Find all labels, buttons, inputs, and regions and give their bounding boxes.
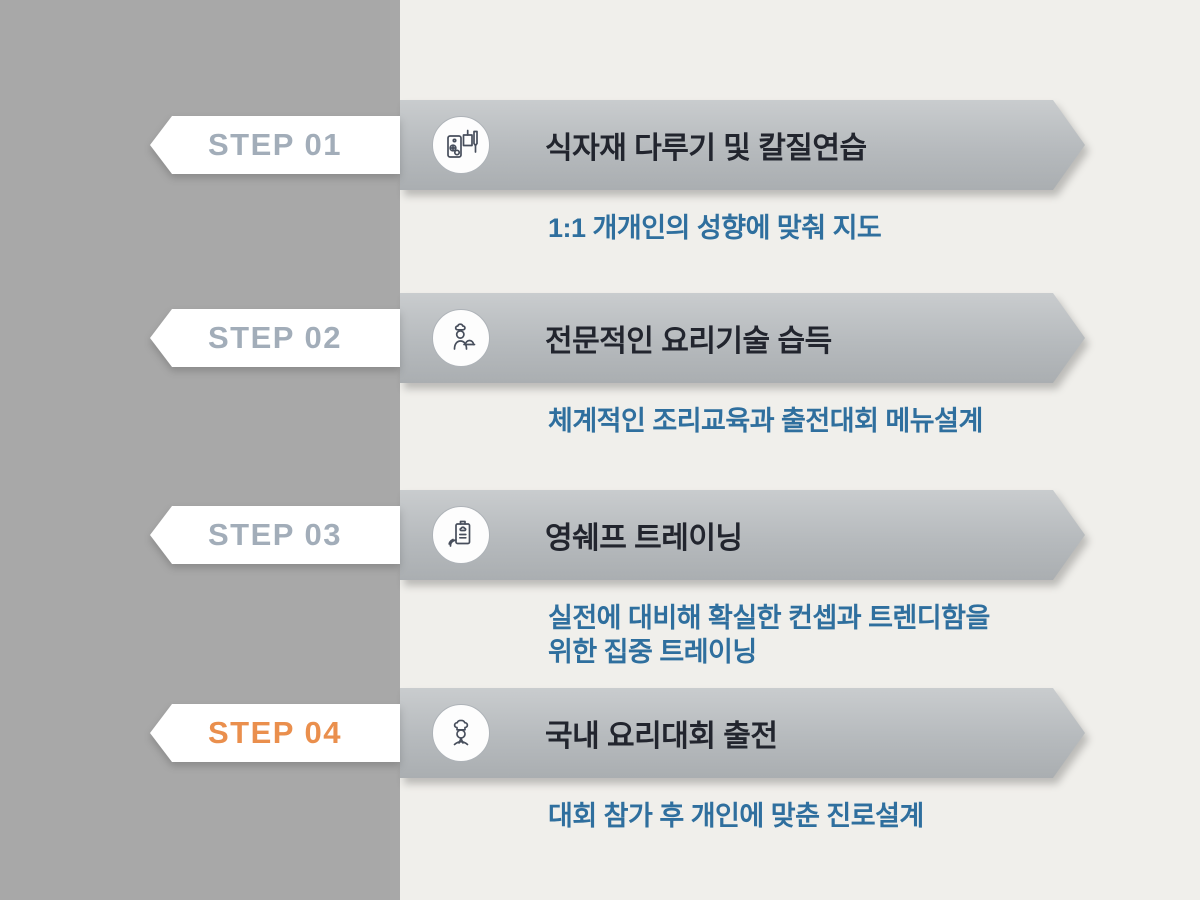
step-subtitle: 대회 참가 후 개인에 맞춘 진로설계 <box>548 801 924 831</box>
step-banner: STEP 03 <box>150 506 400 564</box>
step-subtitle: 체계적인 조리교육과 출전대회 메뉴설계 <box>548 406 983 436</box>
menu-clipboard-icon <box>432 506 490 564</box>
step-label: STEP 03 <box>207 517 342 552</box>
step-row-4: STEP 04 국내 요리대회 출전 대회 참가 후 개인에 맞춘 진로설계 <box>0 688 1200 888</box>
step-subtitle: 1:1 개개인의 성향에 맞춰 지도 <box>548 213 882 243</box>
step-subtitle: 실전에 대비해 확실한 컨셉과 트렌디함을 위한 집중 트레이닝 <box>548 603 990 667</box>
step-bar <box>400 490 1085 580</box>
step-bar <box>400 293 1085 383</box>
step-row-1: STEP 01 식자재 다루기 및 칼질연습 1:1 개개인의 성향에 맞춰 지… <box>0 100 1200 300</box>
step-title: 영쉐프 트레이닝 <box>545 522 743 555</box>
step-banner: STEP 04 <box>150 704 400 762</box>
step-label: STEP 01 <box>207 127 342 162</box>
chef-bust-icon <box>432 704 490 762</box>
step-bar <box>400 688 1085 778</box>
cutting-board-knives-icon <box>432 116 490 174</box>
step-label: STEP 04 <box>207 715 342 750</box>
step-bar <box>400 100 1085 190</box>
step-title: 국내 요리대회 출전 <box>545 720 778 753</box>
step-row-2: STEP 02 전문적인 요리기술 습득 체계적인 조리교육과 출전대회 메뉴설… <box>0 293 1200 493</box>
step-row-3: STEP 03 영쉐프 트레이닝 실전에 대비해 확실한 컨셉과 트렌디함을 위… <box>0 490 1200 690</box>
step-label: STEP 02 <box>207 320 342 355</box>
step-banner: STEP 02 <box>150 309 400 367</box>
step-title: 전문적인 요리기술 습득 <box>545 325 832 358</box>
chef-serving-icon <box>432 309 490 367</box>
step-banner: STEP 01 <box>150 116 400 174</box>
step-title: 식자재 다루기 및 칼질연습 <box>545 132 867 165</box>
